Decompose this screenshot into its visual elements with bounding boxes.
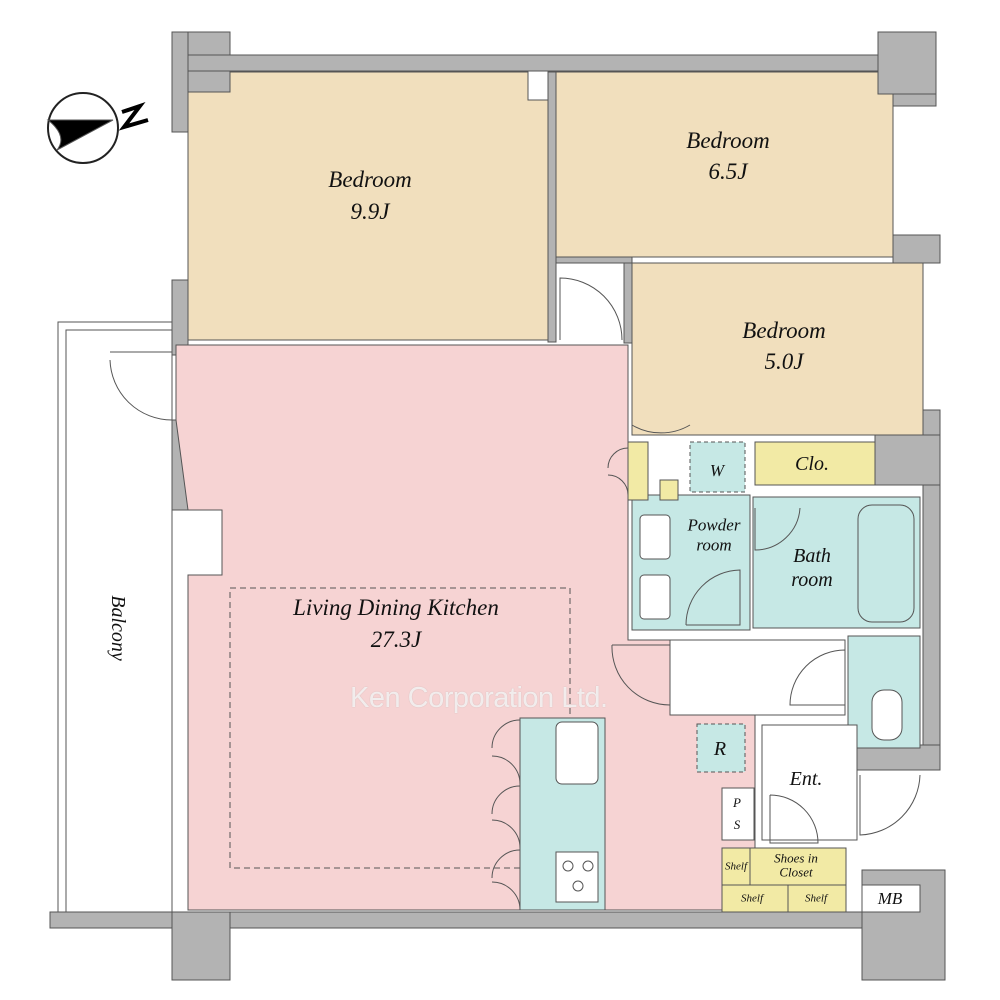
shoe-closet-label: Shoes in Closet — [774, 850, 818, 880]
washer-space — [689, 441, 746, 493]
washer-label: W — [709, 460, 725, 480]
bedroom-6-5j — [555, 71, 894, 258]
ps-label-p: P — [733, 795, 741, 811]
shelf-label: Shelf — [741, 892, 763, 905]
shelf-label: Shelf — [805, 892, 827, 905]
shoe-closet — [721, 847, 847, 913]
fridge-label: R — [713, 738, 727, 760]
ps-label-s: S — [733, 817, 741, 833]
bath-room-label: Bath room — [791, 545, 833, 591]
room-size: 5.0J — [764, 349, 804, 375]
powder-room-label: Powder room — [687, 515, 741, 555]
room-name: Living Dining Kitchen — [293, 595, 499, 621]
room-size: 6.5J — [708, 159, 748, 185]
pipe-space — [721, 787, 755, 841]
entrance — [761, 724, 858, 841]
room-name: Bedroom — [742, 318, 826, 344]
bedroom-5-0j — [631, 262, 924, 436]
north-compass-icon — [46, 92, 149, 164]
meter-box-label: MB — [877, 888, 903, 908]
entrance-label: Ent. — [789, 768, 823, 790]
watermark: Ken Corporation Ltd. — [350, 682, 608, 714]
fridge-space — [696, 723, 746, 773]
stove-icon — [555, 851, 599, 903]
meter-box — [861, 884, 921, 913]
room-name: Bedroom — [686, 128, 770, 154]
room-size: 27.3J — [370, 627, 422, 653]
living-dining-kitchen — [175, 344, 756, 911]
closet — [754, 441, 876, 486]
closet-label: Clo. — [795, 453, 829, 475]
hallway — [669, 639, 846, 716]
sink-icon — [555, 721, 599, 785]
room-name: Bedroom — [328, 167, 412, 193]
bathtub-icon — [857, 504, 915, 623]
room-size: 9.9J — [350, 199, 390, 225]
toilet-icon — [871, 689, 903, 741]
balcony-label: Balcony — [107, 595, 129, 661]
bedroom-9-9j — [187, 71, 549, 341]
balcony-area — [57, 321, 173, 915]
shelf-label: Shelf — [725, 860, 747, 873]
